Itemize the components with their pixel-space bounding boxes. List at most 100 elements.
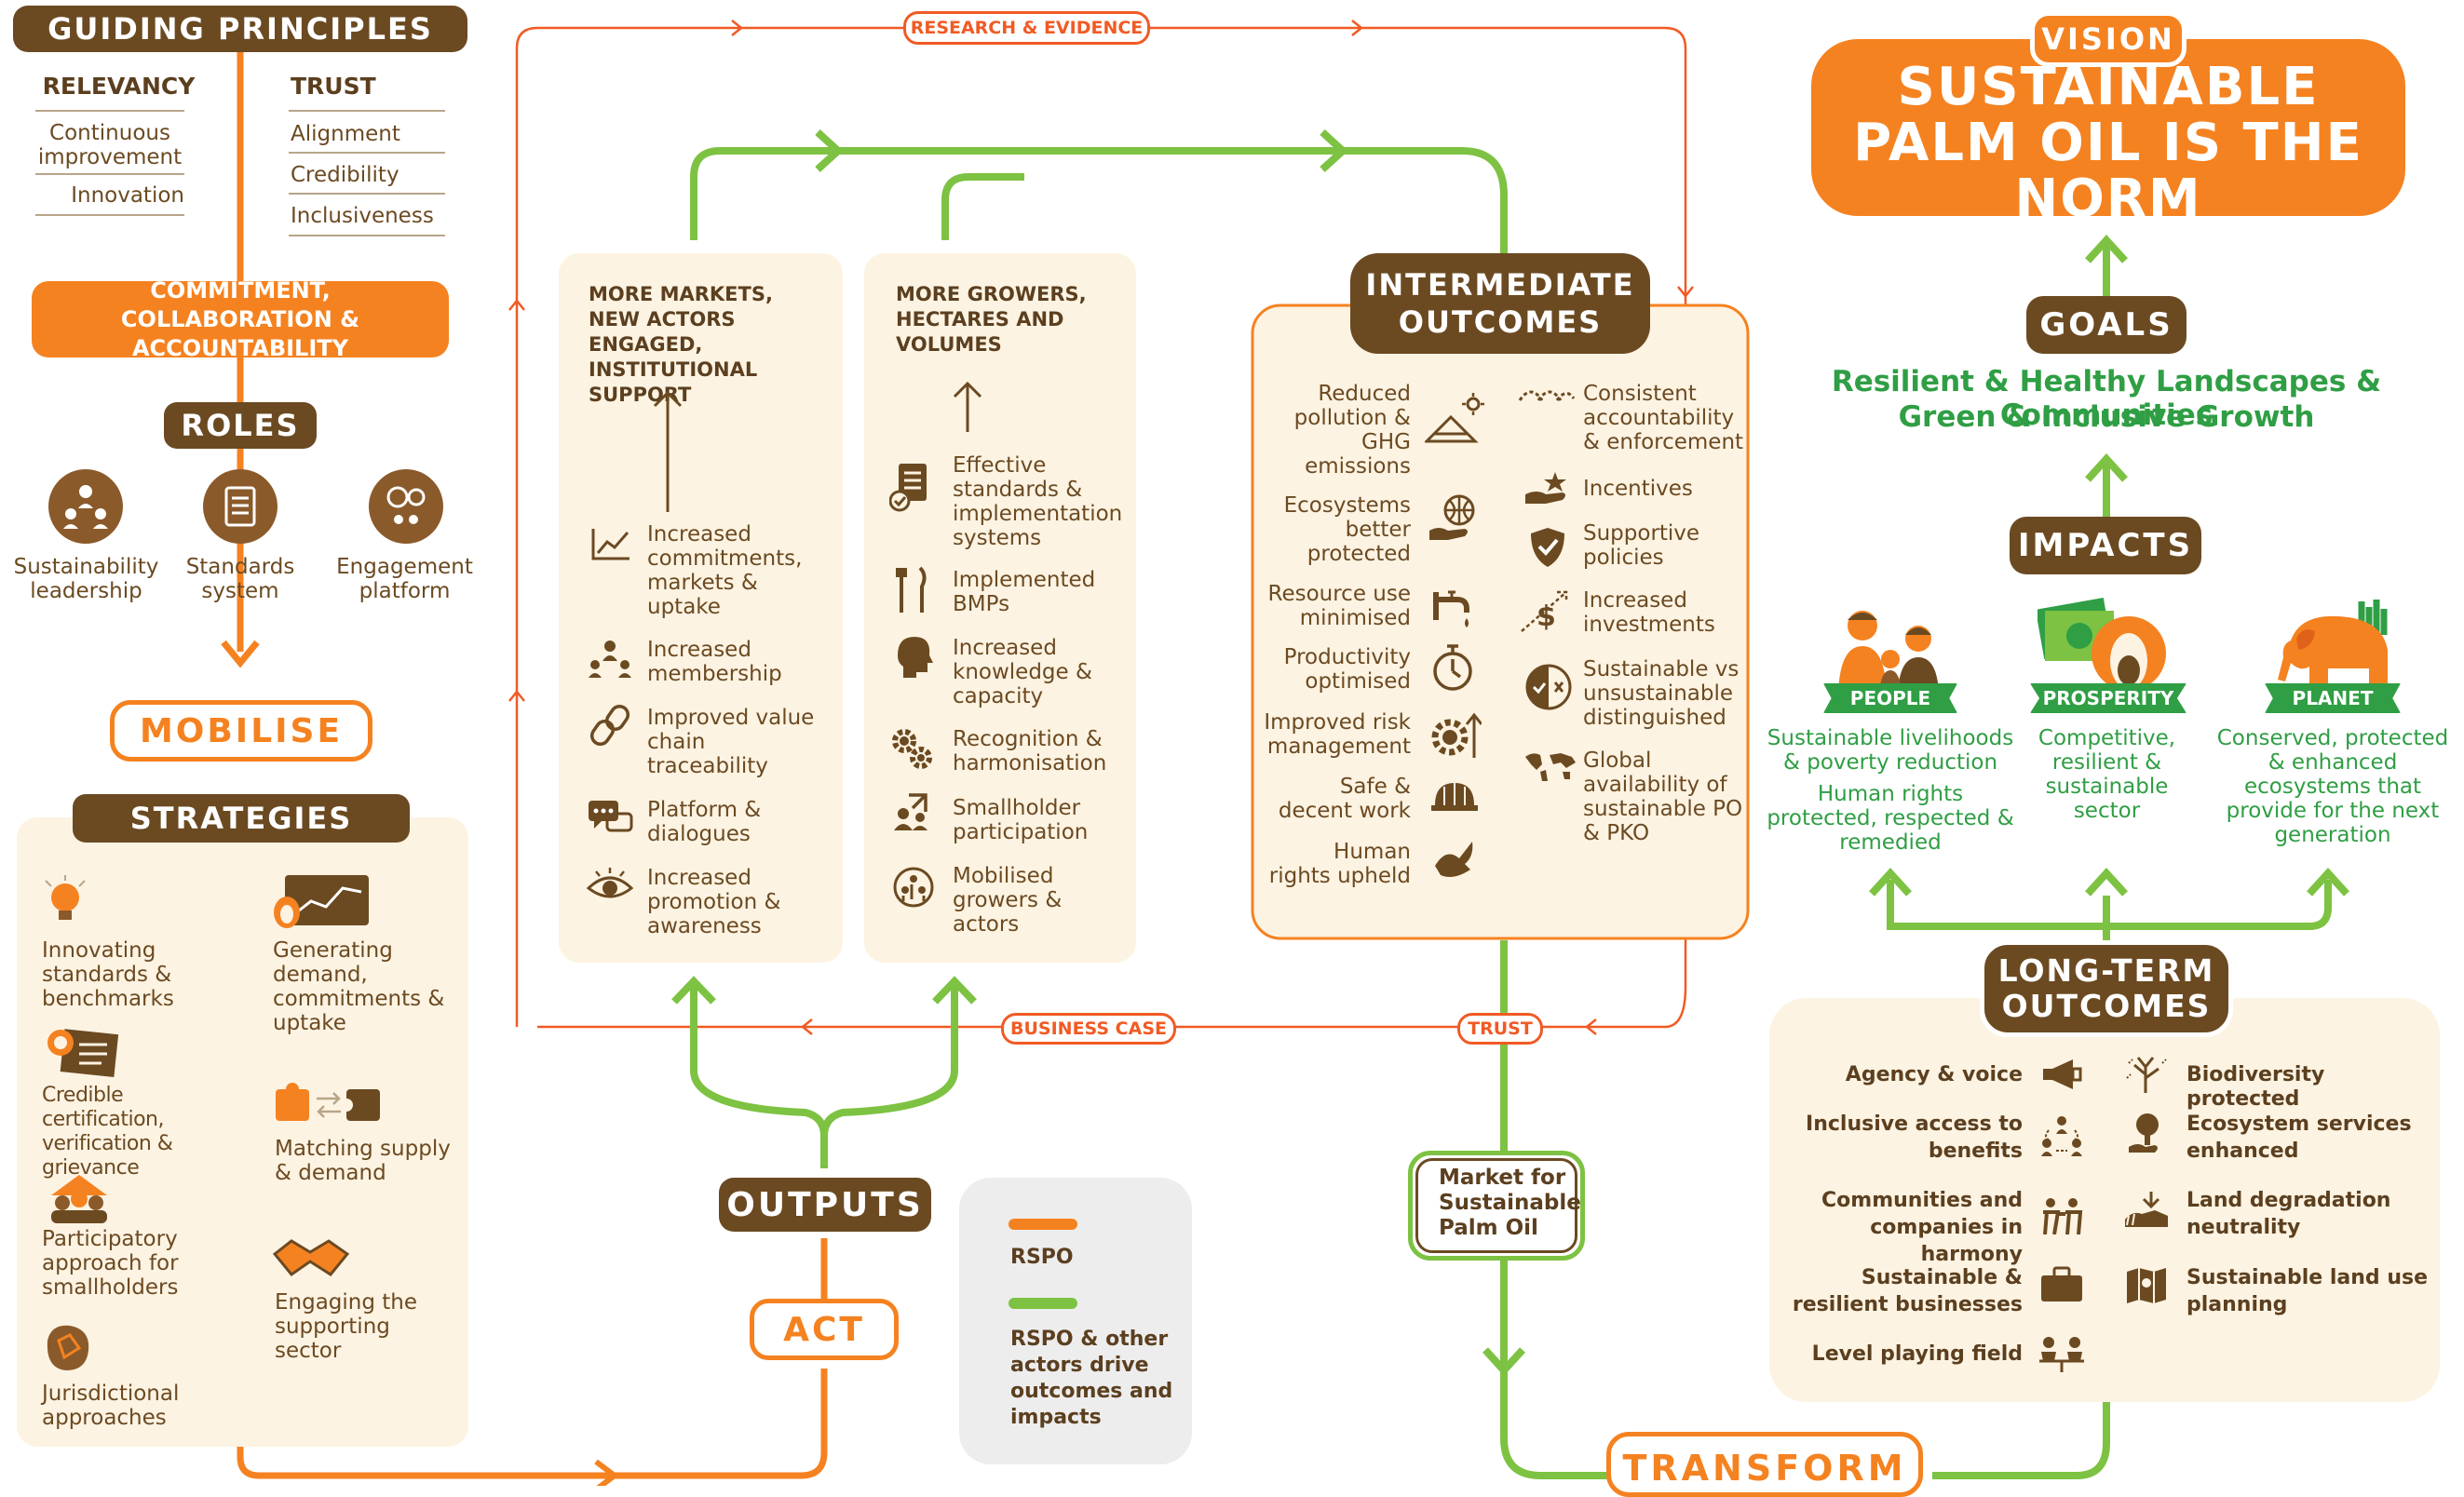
- chain-link-icon: [590, 704, 630, 747]
- lt-biodiversity: Biodiversity protected: [2186, 1063, 2325, 1111]
- jurisdiction-icon: [42, 1322, 94, 1374]
- strategies-title: STRATEGIES: [73, 794, 410, 843]
- markets-item-platform: Platform & dialogues: [647, 798, 762, 846]
- lt-businesses: Sustainable & resilient businesses: [1792, 1266, 2023, 1316]
- markets-item-membership: Increased membership: [647, 638, 782, 686]
- arcs-icon: [1518, 382, 1576, 404]
- mobilised-icon: [892, 866, 935, 909]
- leadership-icon: [47, 467, 125, 546]
- markets-panel: [559, 253, 843, 963]
- legend-green-swatch: [1009, 1298, 1077, 1309]
- guiding-principles-title: GUIDING PRINCIPLES: [13, 6, 467, 52]
- standards-icon: [201, 467, 279, 546]
- growers-item-knowledge: Increased knowledge & capacity: [953, 636, 1092, 708]
- impacts-label: IMPACTS: [2010, 517, 2201, 574]
- io-left-resource: Resource use minimised: [1267, 582, 1412, 630]
- io-left-pollution: Reduced pollution & GHG emissions: [1293, 382, 1411, 479]
- handshake-icon: [273, 1234, 349, 1286]
- lt-land-degradation: Land degradation neutrality: [2186, 1189, 2391, 1239]
- lt-inclusive: Inclusive access to benefits: [1806, 1113, 2023, 1163]
- growers-title: MORE GROWERS, HECTARES AND VOLUMES: [896, 283, 1087, 356]
- growers-item-standards: Effective standards & implementation sys…: [953, 453, 1123, 550]
- intermediate-outcomes-title: INTERMEDIATE OUTCOMES: [1350, 253, 1650, 354]
- trend-icon: [590, 527, 631, 562]
- distinguish-icon: [1524, 663, 1573, 711]
- growers-item-mobilised: Mobilised growers & actors: [953, 864, 1063, 937]
- trust-heading: TRUST: [291, 73, 376, 100]
- trust-tag: TRUST: [1457, 1013, 1543, 1045]
- eye-icon: [587, 868, 633, 903]
- mobilise-label: MOBILISE: [110, 700, 372, 762]
- lt-agency: Agency & voice: [1845, 1063, 2023, 1086]
- prosperity-tag: PROSPERITY: [2030, 683, 2186, 713]
- dove-icon: [1431, 838, 1478, 883]
- growers-item-smallholder: Smallholder participation: [953, 796, 1089, 844]
- demand-chart-icon: [272, 873, 371, 929]
- membership-icon: [587, 639, 633, 680]
- strategy-innovating: Innovating standards & benchmarks: [42, 938, 174, 1011]
- io-right-distinguished: Sustainable vs unsustainable distinguish…: [1583, 657, 1740, 730]
- prosperity-icon: [2038, 594, 2177, 691]
- prosperity-text: Competitive, resilient & sustainable sec…: [2038, 726, 2176, 823]
- megaphone-icon: [2039, 1058, 2084, 1091]
- relevancy-item-innovation: Innovation: [71, 183, 184, 208]
- vision-box: SUSTAINABLE PALM OIL IS THE NORM: [1811, 39, 2405, 227]
- up-arrow-icon: [952, 380, 983, 434]
- goals-label: GOALS: [2026, 296, 2186, 354]
- planet-elephant-icon: [2272, 598, 2399, 691]
- io-left-safe-work: Safe & decent work: [1278, 775, 1411, 823]
- strategy-jurisdictional: Jurisdictional approaches: [42, 1382, 180, 1430]
- lt-communities: Communities and companies in harmony: [1821, 1189, 2023, 1266]
- stopwatch-icon: [1431, 642, 1474, 693]
- lt-land-use: Sustainable land use planning: [2186, 1266, 2429, 1316]
- trust-item-inclusiveness: Inclusiveness: [291, 204, 434, 228]
- shield-check-icon: [1529, 526, 1566, 569]
- head-knowledge-icon: [892, 635, 933, 678]
- legend-rspo-label: RSPO: [1010, 1246, 1074, 1269]
- certificate-icon: [42, 1026, 121, 1077]
- markets-item-commitments: Increased commitments, markets & uptake: [647, 522, 803, 619]
- relevancy-item-continuous: Continuous improvement: [37, 121, 183, 169]
- io-left-human-rights: Human rights upheld: [1268, 840, 1411, 888]
- strategy-certification: Credible certification, verification & g…: [42, 1084, 173, 1180]
- io-left-productivity: Productivity optimised: [1283, 645, 1411, 694]
- roles-title: ROLES: [164, 402, 317, 449]
- business-case-tag: BUSINESS CASE: [1001, 1013, 1176, 1045]
- markets-item-promotion: Increased promotion & awareness: [647, 866, 781, 938]
- dialogue-icon: [587, 799, 633, 838]
- planet-text: Conserved, protected & enhanced ecosyste…: [2216, 726, 2449, 847]
- longterm-panel: [1769, 998, 2440, 1402]
- puzzle-icon: [274, 1082, 386, 1128]
- people-text-2: Human rights protected, respected & reme…: [1767, 782, 2014, 855]
- growers-item-bmps: Implemented BMPs: [953, 568, 1096, 616]
- investment-icon: $: [1520, 588, 1572, 635]
- briefcase-icon: [2039, 1264, 2084, 1303]
- growers-panel: [864, 253, 1136, 963]
- trust-item-credibility: Credibility: [291, 163, 399, 187]
- tools-icon: [894, 566, 931, 614]
- act-label: ACT: [750, 1299, 899, 1360]
- balance-icon: [2038, 1335, 2086, 1372]
- lt-level-playing: Level playing field: [1811, 1342, 2023, 1366]
- io-right-incentives: Incentives: [1583, 477, 1693, 501]
- svg-text:$: $: [1537, 600, 1556, 633]
- role-standards-system: Standards system: [185, 555, 295, 603]
- io-right-global: Global availability of sustainable PO & …: [1583, 748, 1743, 845]
- role-sustainability-leadership: Sustainability leadership: [13, 555, 159, 603]
- role-engagement-platform: Engagement platform: [336, 555, 473, 603]
- goals-line2: Green & Inclusive Growth: [1898, 400, 2315, 434]
- market-sustainable-palm-oil-box: [1408, 1151, 1585, 1261]
- tap-icon: [1429, 588, 1474, 629]
- outputs-label: OUTPUTS: [719, 1178, 931, 1232]
- longterm-title: LONG-TERM OUTCOMES: [1980, 940, 2233, 1037]
- io-left-risk: Improved risk management: [1264, 710, 1411, 759]
- io-right-policies: Supportive policies: [1583, 521, 1700, 570]
- incentive-icon: [1523, 470, 1572, 509]
- checklist-icon: [889, 460, 930, 512]
- commitment-box: COMMITMENT, COLLABORATION & ACCOUNTABILI…: [32, 277, 449, 361]
- smallholder-icon: [892, 791, 935, 830]
- research-evidence-tag: RESEARCH & EVIDENCE: [903, 11, 1150, 45]
- engagement-icon: [367, 467, 445, 546]
- market-box-label: Market for Sustainable Palm Oil: [1439, 1166, 1581, 1240]
